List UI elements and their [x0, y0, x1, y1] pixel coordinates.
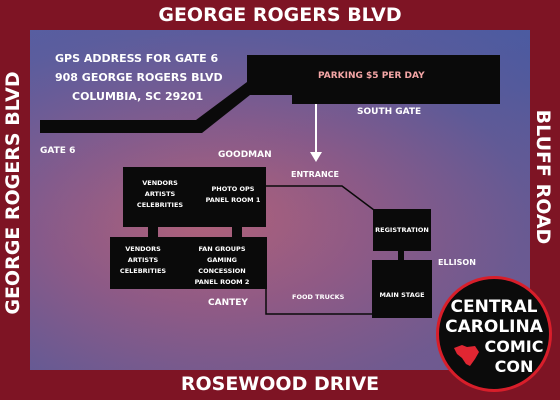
- room-photo-ops: PHOTO OPS PANEL ROOM 1: [205, 185, 261, 204]
- goodman-label: GOODMAN: [218, 150, 272, 160]
- comic-con-logo: CENTRAL CAROLINA COMIC CON: [436, 276, 552, 392]
- south-gate-label: SOUTH GATE: [357, 107, 422, 117]
- south-carolina-state-icon: [454, 345, 479, 366]
- gate-6-label: GATE 6: [40, 146, 76, 156]
- gps-street-address: 908 GEORGE ROGERS BLVD: [55, 71, 223, 84]
- connector-left: [148, 227, 158, 239]
- gps-title: GPS ADDRESS FOR GATE 6: [55, 52, 219, 65]
- entrance-label: ENTRANCE: [291, 170, 339, 179]
- room-main-stage: MAIN STAGE: [379, 291, 425, 299]
- walkway-entrance: [266, 185, 375, 211]
- logo-line-carolina: CAROLINA: [445, 317, 543, 337]
- walkway-food-trucks: [265, 287, 372, 315]
- parking-lot: [40, 55, 500, 133]
- room-vendors-goodman: VENDORS ARTISTS CELEBRITIES: [136, 179, 184, 209]
- road-label-top: GEORGE ROGERS BLVD: [158, 4, 402, 26]
- food-trucks-label: FOOD TRUCKS: [292, 293, 345, 301]
- room-registration: REGISTRATION: [375, 226, 429, 234]
- room-fan-groups: FAN GROUPS GAMING CONCESSION PANEL ROOM …: [194, 245, 250, 286]
- cantey-label: CANTEY: [208, 298, 248, 308]
- logo-line-con: CON: [494, 357, 534, 376]
- entrance-arrow-head: [310, 152, 322, 162]
- logo-line-central: CENTRAL: [450, 297, 538, 317]
- road-label-bottom: ROSEWOOD DRIVE: [180, 373, 380, 395]
- gps-city: COLUMBIA, SC 29201: [72, 90, 204, 103]
- logo-line-comic: COMIC: [484, 337, 544, 356]
- connector-registration: [398, 250, 404, 262]
- room-vendors-cantey: VENDORS ARTISTS CELEBRITIES: [119, 245, 167, 275]
- building-main-stage: [372, 260, 432, 318]
- parking-label: PARKING $5 PER DAY: [318, 71, 425, 81]
- building-cantey: [110, 237, 267, 289]
- building-goodman: [123, 167, 266, 227]
- ellison-label: ELLISON: [438, 258, 476, 267]
- connector-right: [232, 227, 242, 239]
- building-registration: [373, 209, 431, 251]
